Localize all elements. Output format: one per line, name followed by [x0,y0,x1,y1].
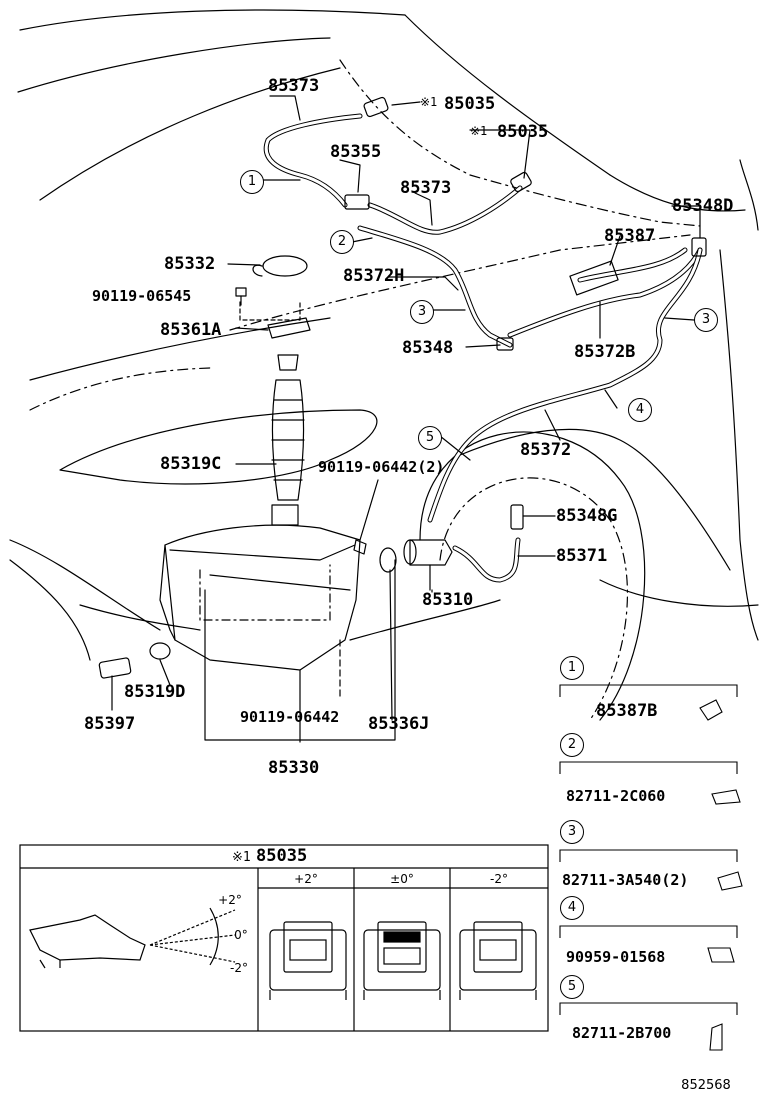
legend-part-90959-01568: 90959-01568 [566,948,666,966]
inset-col-zero: ±0° [390,872,414,886]
callout-2: 2 [330,230,354,254]
diagram-id: 852568 [681,1078,731,1093]
part-85319c: 85319C [160,454,222,474]
part-85035-a: 85035 [444,94,496,114]
part-85348g: 85348G [556,506,618,526]
inset-angle-plus: +2° [218,893,242,907]
callout-5: 5 [418,426,442,450]
part-85348d: 85348D [672,196,734,216]
legend-num-1: 1 [560,656,584,680]
part-85397: 85397 [84,714,136,734]
part-85371: 85371 [556,546,608,566]
part-85348: 85348 [402,338,454,358]
part-85361a: 85361A [160,320,222,340]
callout-1: 1 [240,170,264,194]
legend-num-5: 5 [560,975,584,999]
part-85310: 85310 [422,590,474,610]
part-85035-b: 85035 [497,122,549,142]
legend-part-85387b: 85387B [596,701,658,721]
inset-col-plus: +2° [294,872,318,886]
callout-4: 4 [628,398,652,422]
part-85372h: 85372H [343,266,405,286]
part-90119-06442-2: 90119-06442(2) [318,458,445,476]
inset-col-minus: -2° [490,872,508,886]
legend-num-2: 2 [560,733,584,757]
part-90119-06545: 90119-06545 [92,287,192,305]
note-mark-2: ※1 [470,124,488,138]
part-85319d: 85319D [124,682,186,702]
callout-3-left: 3 [410,300,434,324]
part-85336j: 85336J [368,714,430,734]
part-85355: 85355 [330,142,382,162]
legend-part-82711-3a540: 82711-3A540(2) [562,871,689,889]
callout-3-right: 3 [694,308,718,332]
part-85387: 85387 [604,226,656,246]
legend-num-4: 4 [560,896,584,920]
inset-title-mark: ※1 [232,850,251,865]
legend-part-82711-2b700: 82711-2B700 [572,1024,672,1042]
inset-title: 85035 [256,846,308,866]
part-90119-06442: 90119-06442 [240,708,340,726]
part-85332: 85332 [164,254,216,274]
part-85372b: 85372B [574,342,636,362]
legend-part-82711-2c060: 82711-2C060 [566,787,666,805]
inset-angle-zero: 0° [234,928,248,942]
part-85372: 85372 [520,440,572,460]
part-85330: 85330 [268,758,320,778]
note-mark-1: ※1 [420,95,438,109]
legend-num-3: 3 [560,820,584,844]
part-85373-mid: 85373 [400,178,452,198]
part-85373-top: 85373 [268,76,320,96]
inset-angle-minus: -2° [230,961,248,975]
